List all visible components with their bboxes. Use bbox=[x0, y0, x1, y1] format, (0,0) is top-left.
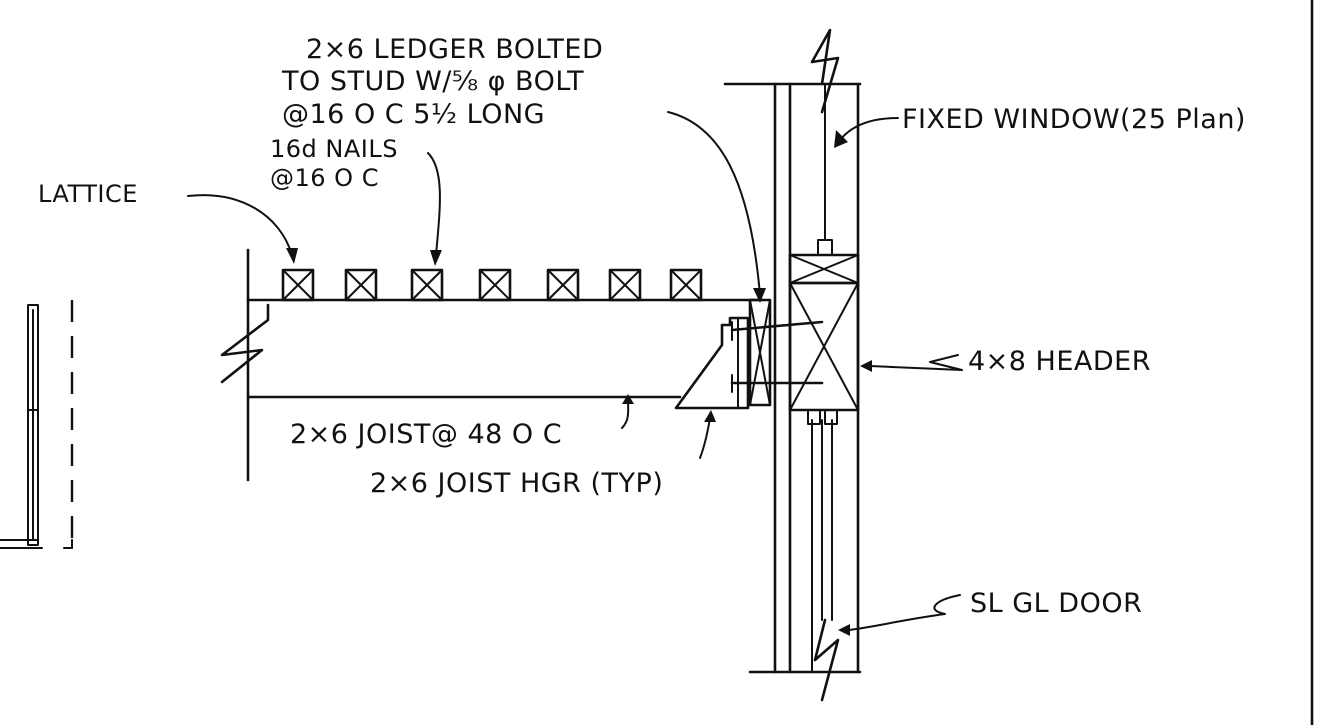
left-partial-detail bbox=[0, 300, 74, 549]
joist-hanger bbox=[674, 316, 824, 410]
label-sliding-door: SL GL DOOR bbox=[970, 588, 1142, 619]
text-labels: 2×6 LEDGER BOLTED TO STUD W/⅝ φ BOLT @16… bbox=[38, 34, 1246, 619]
label-ledger-line2: TO STUD W/⅝ φ BOLT bbox=[281, 66, 584, 97]
wall-section bbox=[723, 28, 862, 702]
label-ledger-line1: 2×6 LEDGER BOLTED bbox=[306, 34, 603, 65]
label-nails-line2: @16 O C bbox=[270, 164, 379, 192]
lattice-box bbox=[669, 268, 703, 302]
lattice-box bbox=[281, 268, 315, 302]
label-joist-hanger: 2×6 JOIST HGR (TYP) bbox=[370, 468, 663, 499]
label-joist: 2×6 JOIST@ 48 O C bbox=[290, 419, 562, 450]
lattice-box bbox=[344, 268, 378, 302]
lattice-box bbox=[478, 268, 512, 302]
ledger-2x6 bbox=[748, 298, 772, 407]
label-fixed-window: FIXED WINDOW(25 Plan) bbox=[902, 104, 1246, 135]
header-4x8 bbox=[788, 239, 860, 425]
lattice-boxes bbox=[281, 268, 703, 302]
label-ledger-line3: @16 O C 5½ LONG bbox=[282, 99, 545, 130]
label-lattice: LATTICE bbox=[38, 180, 138, 208]
lattice-box bbox=[546, 268, 580, 302]
label-nails-line1: 16d NAILS bbox=[270, 135, 398, 163]
lattice-box bbox=[410, 268, 444, 302]
leader-lines bbox=[187, 111, 963, 636]
lattice-box bbox=[608, 268, 642, 302]
label-header: 4×8 HEADER bbox=[968, 346, 1151, 377]
